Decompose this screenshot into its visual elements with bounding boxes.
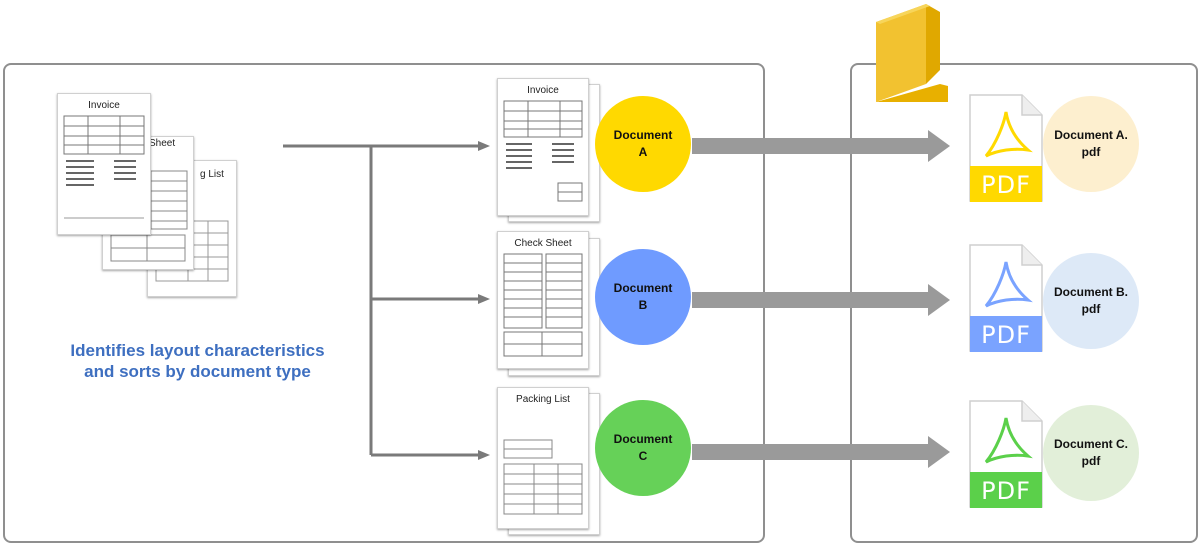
pdf-c-name: Document C. xyxy=(1053,437,1128,451)
pdf-b-badge: PDF xyxy=(981,321,1031,349)
pdf-b-page-icon xyxy=(969,244,1043,352)
pdf-c-icon: PDF xyxy=(968,400,1044,510)
pdf-a-page-icon xyxy=(969,94,1043,202)
document-a-circle: Document A xyxy=(595,96,691,192)
pdf-a-name: Document A. xyxy=(1054,128,1128,142)
pdf-b-ext: pdf xyxy=(1081,302,1101,316)
document-b-letter: B xyxy=(638,298,648,312)
pdf-a-name-circle: Document A. pdf xyxy=(1043,96,1139,192)
document-b-label: Document xyxy=(613,281,673,295)
document-c-label: Document xyxy=(613,432,673,446)
pdf-a-icon: PDF xyxy=(968,94,1044,204)
input-invoice-doc: Invoice xyxy=(57,93,151,235)
pdf-c-name-circle: Document C. pdf xyxy=(1043,405,1139,501)
pdf-a-ext: pdf xyxy=(1081,145,1101,159)
input-packing-list-title: g List xyxy=(200,169,224,180)
pdf-c-badge: PDF xyxy=(981,477,1031,505)
sorted-invoice-doc: Invoice xyxy=(497,78,589,216)
sorted-packing-list-title: Packing List xyxy=(516,394,570,405)
document-c-letter: C xyxy=(638,449,648,463)
sorted-packing-list-lines xyxy=(503,439,583,515)
sorted-check-sheet-doc: Check Sheet xyxy=(497,231,589,369)
sorted-check-sheet-title: Check Sheet xyxy=(514,238,572,249)
pdf-b-name: Document B. xyxy=(1053,285,1128,299)
pdf-c-page-icon xyxy=(969,400,1043,508)
invoice-lines xyxy=(63,115,145,219)
caption-line-2: and sorts by document type xyxy=(84,362,311,381)
pdf-b-name-circle: Document B. pdf xyxy=(1043,253,1139,349)
pdf-c-ext: pdf xyxy=(1081,454,1101,468)
sorted-invoice-title: Invoice xyxy=(527,85,559,96)
pdf-a-badge: PDF xyxy=(981,171,1031,199)
pdf-b-icon: PDF xyxy=(968,244,1044,354)
sorted-packing-list-doc: Packing List xyxy=(497,387,589,529)
sorted-check-sheet-lines xyxy=(503,253,583,357)
input-invoice-title: Invoice xyxy=(88,100,120,111)
document-a-letter: A xyxy=(638,145,648,159)
caption-line-1: Identifies layout characteristics xyxy=(70,341,325,360)
document-c-circle: Document C xyxy=(595,400,691,496)
input-check-sheet-title: Sheet xyxy=(149,138,176,149)
sorting-caption: Identifies layout characteristics and so… xyxy=(20,340,375,382)
sorted-invoice-lines xyxy=(503,100,583,202)
check-sheet-lines xyxy=(110,170,188,262)
document-b-circle: Document B xyxy=(595,249,691,345)
document-a-label: Document xyxy=(613,128,673,142)
